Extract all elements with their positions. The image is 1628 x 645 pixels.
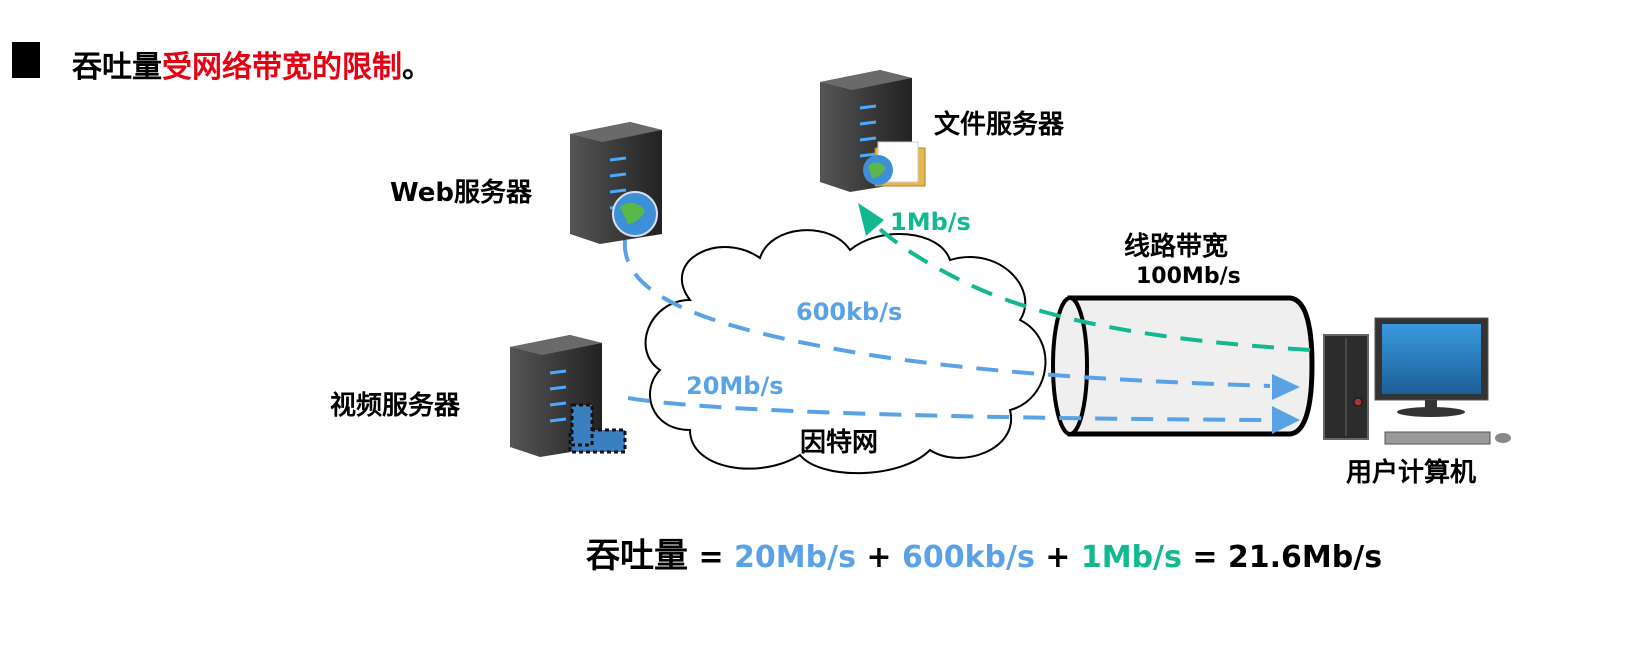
- file-flow-arrow: [858, 203, 884, 236]
- file-flow-line: [866, 216, 1311, 352]
- video-server-label: 视频服务器: [330, 391, 461, 421]
- user-computer-icon: [1323, 317, 1511, 445]
- formula-plus: +: [1034, 540, 1081, 575]
- video-flow-rate: 20Mb/s: [686, 372, 784, 400]
- video-server-icon: [508, 333, 627, 459]
- formula-lhs: 吞吐量: [586, 536, 688, 576]
- web-server-label: Web服务器: [390, 178, 532, 208]
- file-server-label: 文件服务器: [934, 110, 1065, 140]
- formula-term-video: 20Mb/s: [734, 540, 856, 575]
- throughput-formula: 吞吐量 = 20Mb/s + 600kb/s + 1Mb/s = 21.6Mb/…: [586, 528, 1382, 577]
- web-flow-arrow: [1272, 374, 1300, 400]
- web-flow-line: [622, 239, 1271, 388]
- formula-plus: +: [855, 540, 902, 575]
- file-flow-rate: 1Mb/s: [890, 208, 971, 236]
- bullet-square: [12, 42, 40, 78]
- video-flow-arrow: [1272, 406, 1300, 434]
- link-bandwidth-label: 线路带宽: [1124, 232, 1229, 262]
- formula-equals: =: [1181, 540, 1228, 575]
- heading-highlight: 受网络带宽的限制: [162, 50, 402, 85]
- link-bandwidth-value: 100Mb/s: [1136, 264, 1241, 289]
- file-server-icon: [818, 68, 926, 194]
- formula-equals: =: [688, 540, 735, 575]
- formula-term-web: 600kb/s: [901, 540, 1035, 575]
- web-server-icon: [568, 120, 664, 246]
- heading-suffix: 。: [402, 50, 432, 85]
- video-flow-line: [627, 396, 1271, 422]
- formula-result: 21.6Mb/s: [1227, 540, 1383, 575]
- user-computer-label: 用户计算机: [1346, 458, 1477, 488]
- heading: 吞吐量受网络带宽的限制。: [72, 42, 432, 86]
- internet-label: 因特网: [800, 428, 879, 458]
- heading-prefix: 吞吐量: [72, 50, 162, 85]
- formula-term-file: 1Mb/s: [1080, 540, 1182, 575]
- web-flow-rate: 600kb/s: [796, 298, 903, 326]
